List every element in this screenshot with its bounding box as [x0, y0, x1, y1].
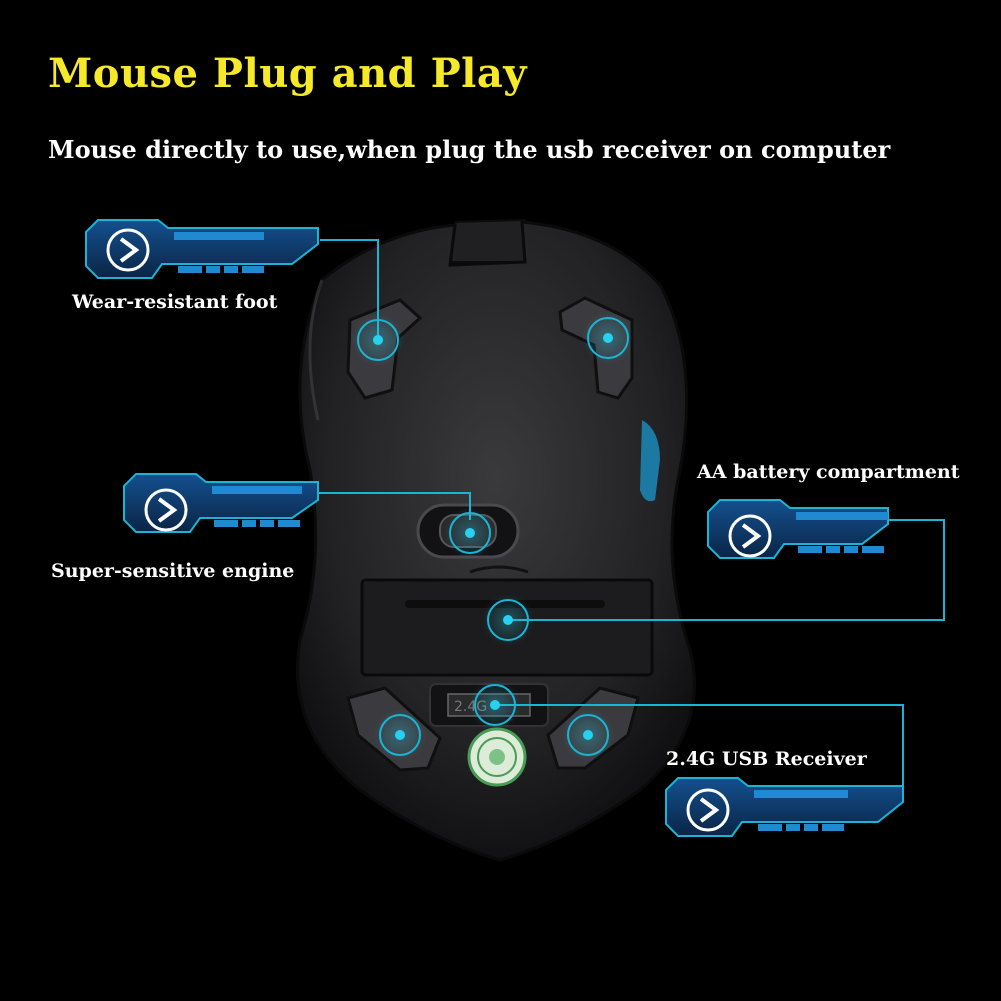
- play-arrow-icon: [686, 788, 730, 832]
- target-dot-icon: [562, 709, 614, 761]
- certification-seal: [467, 727, 527, 787]
- play-arrow-icon: [106, 228, 150, 272]
- callout-panel-wear-resistant-foot: [85, 219, 319, 279]
- target-dot-icon: [352, 314, 404, 366]
- target-dot-icon: [444, 507, 496, 559]
- callout-panel-aa-battery-compartment: [707, 499, 889, 559]
- label-wear-resistant-foot: Wear-resistant foot: [72, 291, 278, 313]
- play-arrow-icon: [144, 488, 188, 532]
- callout-panel-usb-receiver: [665, 777, 904, 837]
- target-dot-icon: [582, 312, 634, 364]
- target-dot-icon: [469, 679, 521, 731]
- label-usb-receiver: 2.4G USB Receiver: [666, 748, 867, 770]
- headline-subtitle: Mouse directly to use,when plug the usb …: [48, 135, 891, 164]
- label-aa-battery-compartment: AA battery compartment: [697, 461, 960, 483]
- headline-title: Mouse Plug and Play: [48, 50, 528, 97]
- target-dot-icon: [482, 594, 534, 646]
- label-super-sensitive-engine: Super-sensitive engine: [51, 560, 295, 582]
- play-arrow-icon: [728, 514, 772, 558]
- target-markers: [352, 312, 634, 761]
- callout-panel-super-sensitive-engine: [123, 473, 319, 533]
- target-dot-icon: [374, 709, 426, 761]
